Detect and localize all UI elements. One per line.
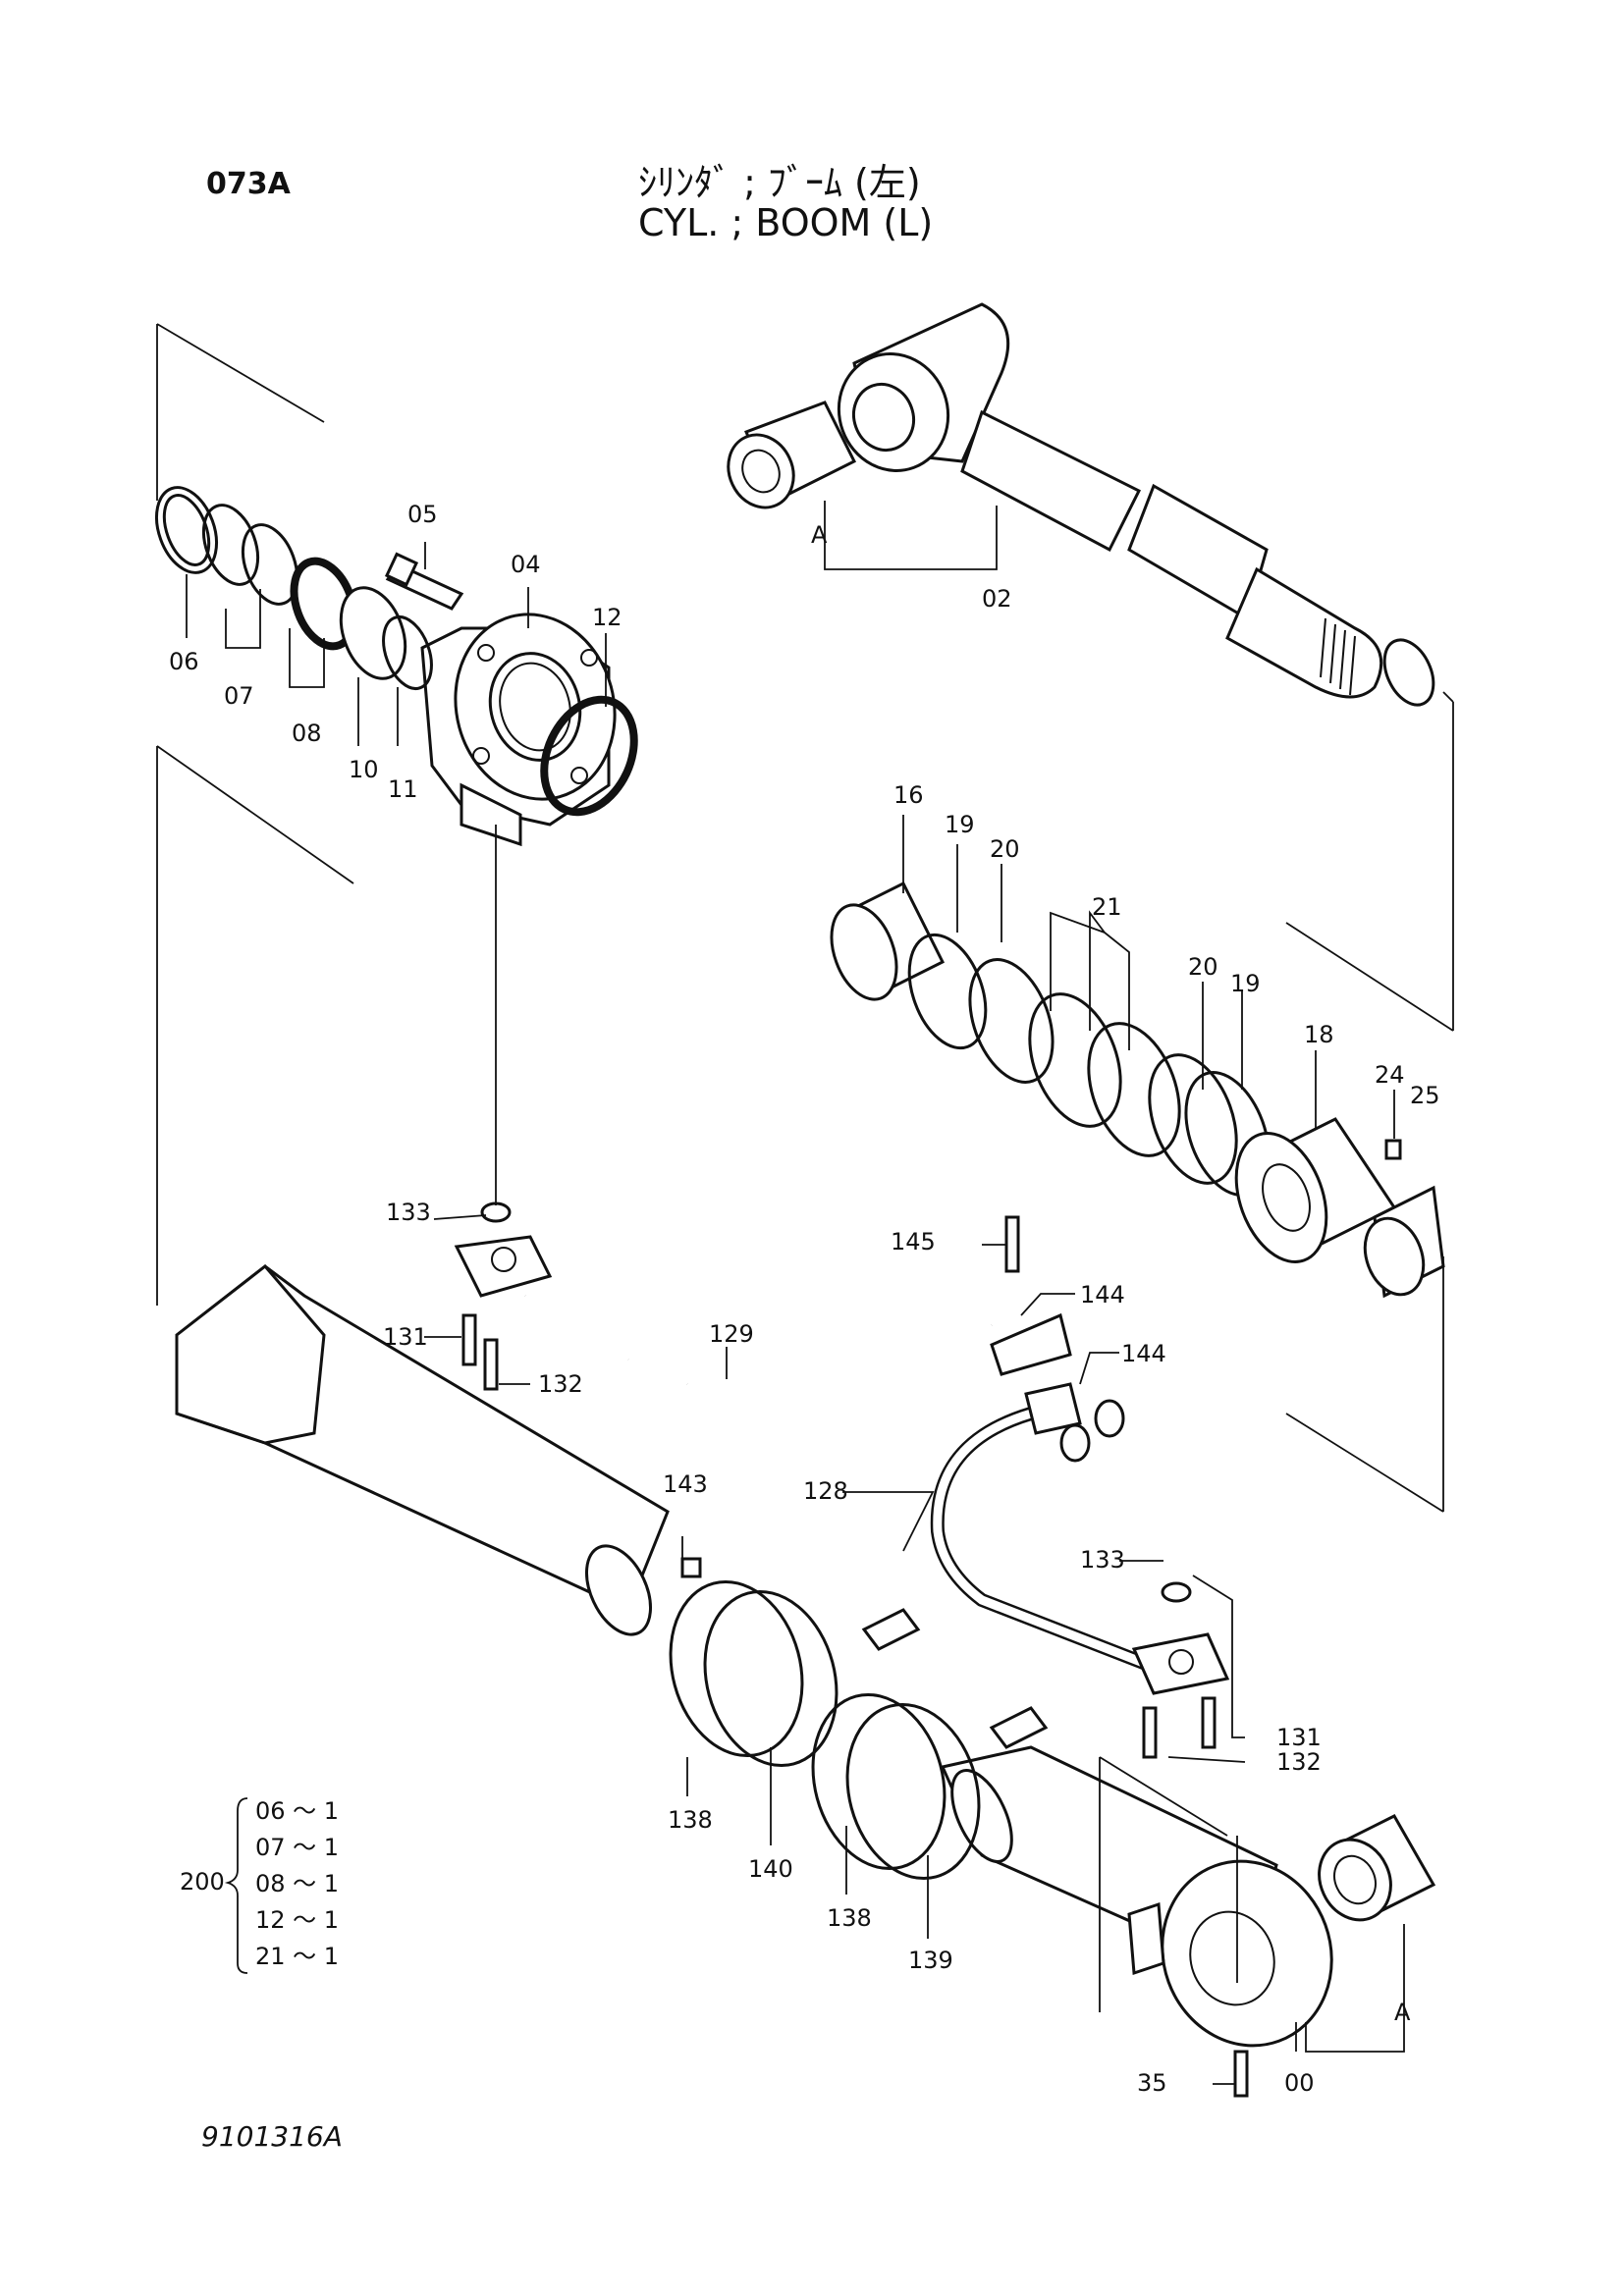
callout-138-left: 138 — [668, 1806, 713, 1834]
leader-a-lower — [1305, 1924, 1405, 2053]
callout-12: 12 — [592, 604, 622, 631]
callout-07: 07 — [224, 682, 254, 710]
o-ring-133-upper — [480, 1201, 512, 1223]
callout-19-left: 19 — [945, 811, 975, 838]
cylinder-tube — [175, 1263, 1333, 2098]
callout-a-lower: A — [1394, 1999, 1411, 2026]
callout-04: 04 — [511, 551, 541, 578]
callout-00: 00 — [1284, 2069, 1315, 2097]
callout-138-right: 138 — [827, 1904, 872, 1932]
callout-02: 02 — [982, 585, 1012, 613]
callout-144-upper: 144 — [1080, 1281, 1125, 1308]
callout-131-left: 131 — [383, 1323, 428, 1351]
leader-a-upper — [824, 501, 998, 570]
callout-35: 35 — [1137, 2069, 1167, 2097]
callout-128: 128 — [803, 1477, 848, 1505]
callout-20-right: 20 — [1188, 953, 1218, 981]
callout-24: 24 — [1375, 1061, 1405, 1089]
seal-kit-item: 21 ～ 1 — [255, 1943, 339, 1970]
guide-lines — [156, 323, 1454, 1513]
callout-140: 140 — [748, 1855, 793, 1883]
o-ring-133-lower — [1161, 1581, 1192, 1603]
cylinder-head — [420, 613, 617, 847]
callout-08: 08 — [292, 720, 322, 747]
callout-21: 21 — [1092, 893, 1122, 921]
callout-06: 06 — [169, 648, 199, 675]
callout-131-right: 131 — [1276, 1724, 1322, 1751]
flange-bolts — [461, 1215, 1217, 1759]
callout-132-left: 132 — [538, 1370, 583, 1398]
title-japanese: ｼﾘﾝﾀﾞ ; ﾌﾞｰﾑ (左) — [638, 161, 921, 204]
callout-133-upper: 133 — [386, 1199, 431, 1226]
title-english: CYL. ; BOOM (L) — [638, 201, 934, 244]
callout-132-right: 132 — [1276, 1748, 1322, 1776]
page-code: 073A — [206, 167, 291, 201]
piston-rod — [837, 302, 1435, 707]
callout-20-left: 20 — [990, 835, 1020, 863]
guide-tube-lower — [1099, 1756, 1238, 2012]
seal-kit-item: 08 ～ 1 — [255, 1870, 339, 1897]
seal-kit-number: 200 — [180, 1868, 225, 1896]
callout-16: 16 — [893, 781, 924, 809]
callout-18: 18 — [1304, 1021, 1334, 1048]
seal-kit-list: 200 06 ～ 1 07 ～ 1 08 ～ 1 12 ～ 1 21 ～ 1 — [180, 1797, 339, 1974]
callout-leaders — [186, 542, 1395, 2085]
callout-143: 143 — [663, 1470, 708, 1498]
bushing-upper — [727, 400, 857, 509]
piston-assembly — [830, 881, 1445, 1299]
seal-rings-left — [155, 486, 433, 690]
callout-25: 25 — [1410, 1082, 1440, 1109]
drawing-number: 9101316A — [201, 2120, 343, 2153]
callout-10: 10 — [349, 756, 379, 783]
callout-a-upper: A — [811, 521, 828, 549]
callout-133-lower: 133 — [1080, 1546, 1125, 1574]
callout-144-lower: 144 — [1121, 1340, 1166, 1367]
pipes — [454, 1235, 1230, 1695]
callout-139: 139 — [908, 1947, 953, 1974]
seal-kit-item: 07 ～ 1 — [255, 1834, 339, 1861]
pipe-clamps — [669, 1579, 1049, 1881]
socket-bolt-05 — [384, 552, 464, 611]
seal-kit-item: 12 ～ 1 — [255, 1906, 339, 1934]
callout-145: 145 — [891, 1228, 936, 1255]
callout-11: 11 — [388, 775, 418, 803]
callout-19-right: 19 — [1230, 970, 1261, 997]
bushing-lower — [1318, 1814, 1436, 1922]
callout-129: 129 — [709, 1320, 754, 1348]
callout-labels: 02 A 04 05 06 07 08 10 11 12 16 19 20 21… — [169, 501, 1440, 2097]
callout-05: 05 — [407, 501, 438, 528]
o-ring-12 — [540, 695, 638, 817]
seal-kit-item: 06 ～ 1 — [255, 1797, 339, 1825]
